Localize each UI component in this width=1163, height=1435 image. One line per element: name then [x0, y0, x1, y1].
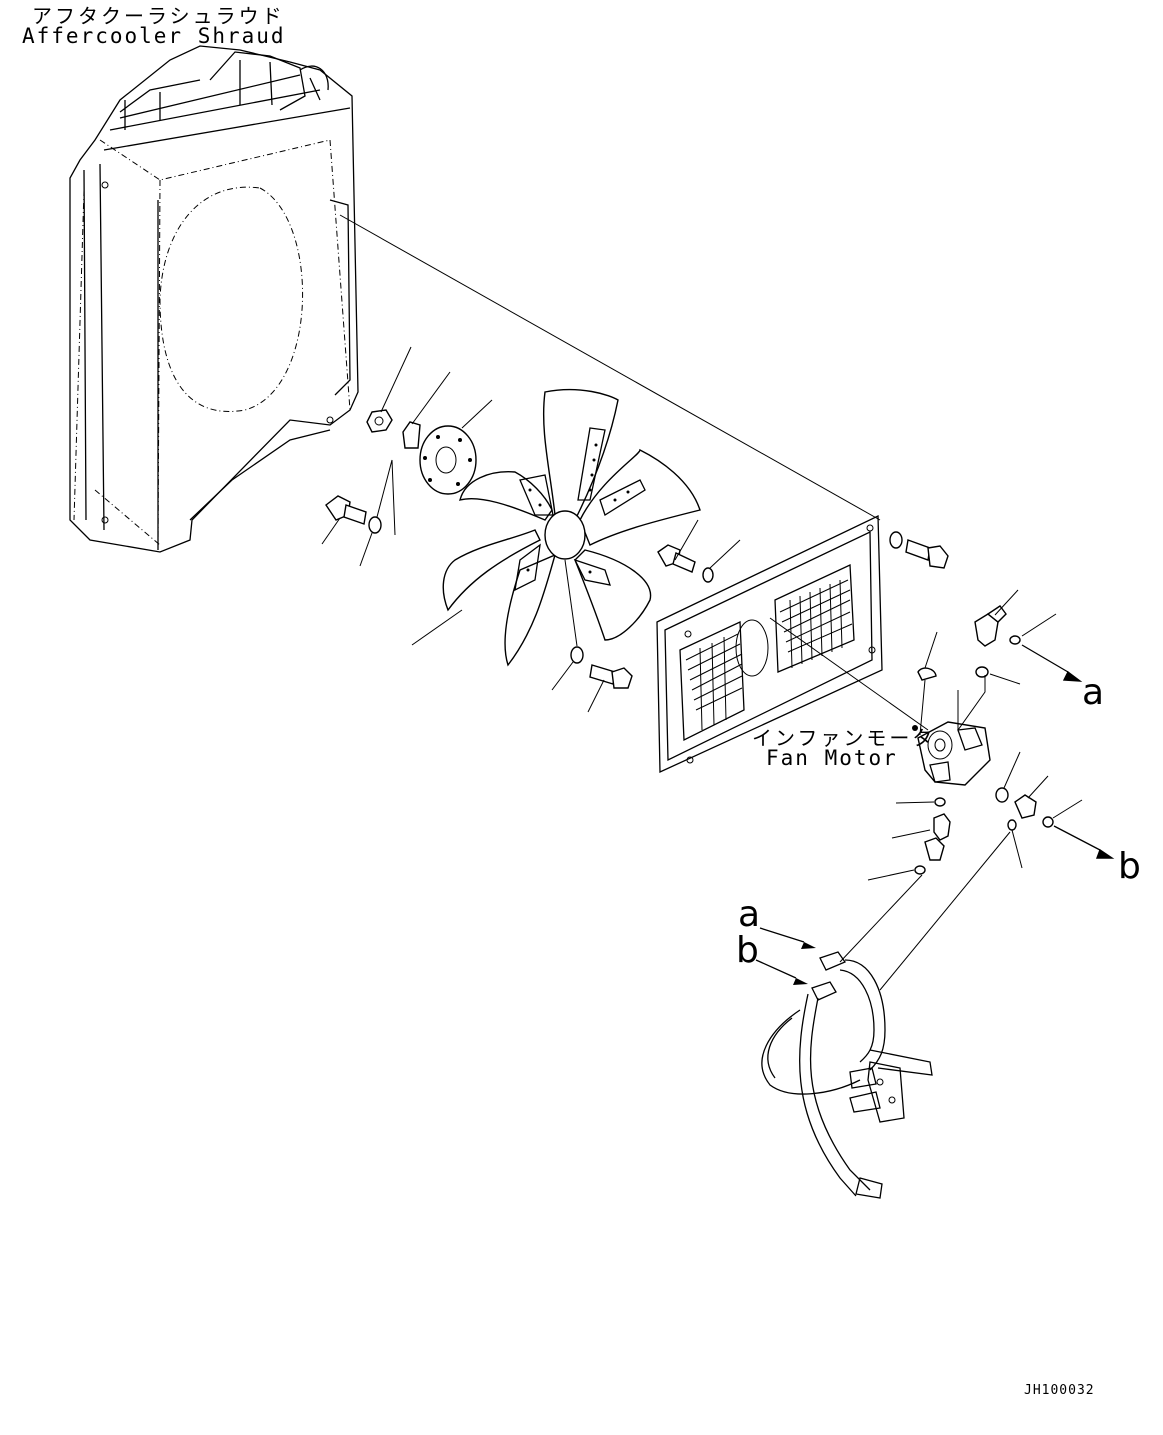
motor-label-jp: インファンモータ — [752, 726, 936, 750]
oring-left-upper — [895, 797, 946, 807]
elbow-fitting-lower — [891, 813, 951, 861]
hose-assembly — [761, 951, 933, 1199]
elbow-fitting-top — [974, 589, 1019, 647]
motor-pin — [917, 631, 938, 681]
motor-label-en: Fan Motor — [766, 746, 898, 770]
plate-washer — [889, 531, 903, 549]
hub-bolt-left — [321, 495, 367, 545]
hub-spacer — [402, 371, 451, 449]
connector-a-label-top: a — [1082, 672, 1105, 713]
oring-left-lower — [867, 865, 926, 881]
oring-far-right — [1042, 799, 1083, 828]
cooling-fan-blade — [411, 388, 701, 667]
drawing-code: JH100032 — [1024, 1383, 1095, 1398]
oring-small-pin — [1007, 819, 1023, 869]
connector-b-label-hose: b — [736, 930, 759, 971]
connector-b-hose — [755, 959, 808, 985]
connector-a-hose — [759, 927, 816, 949]
connector-b-label-top: b — [1118, 846, 1141, 887]
hub-plate — [419, 399, 493, 495]
oring-motor-right — [995, 751, 1021, 803]
connector-a-top — [1021, 644, 1083, 682]
oring-top-right — [1009, 613, 1057, 645]
aftercooler-shroud — [69, 45, 359, 553]
fan-guard-plate — [656, 514, 883, 774]
hub-washer-left — [359, 459, 396, 567]
shroud-label-jp: アフタクーラシュラウド — [32, 4, 285, 28]
hub-nut — [366, 346, 412, 433]
fan-washer-lower — [551, 646, 584, 691]
fan-bolt-upper — [657, 519, 699, 573]
shroud-label-en: Affercooler Shraud — [22, 24, 286, 48]
plate-bolt — [905, 539, 949, 569]
connector-b-top — [1053, 825, 1115, 859]
straight-fitting — [1014, 775, 1049, 819]
connector-a-label-hose: a — [738, 894, 761, 935]
fan-motor — [912, 721, 991, 786]
oring-top-mid — [975, 666, 1021, 685]
fan-washer-upper — [702, 539, 741, 583]
fan-bolt-lower — [587, 664, 633, 713]
